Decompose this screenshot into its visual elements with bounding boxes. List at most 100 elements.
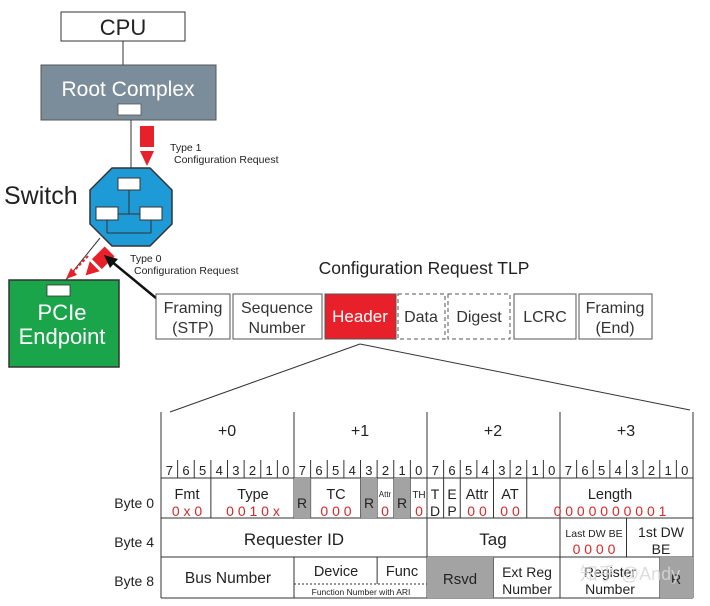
field-first-dw-be-line1: 1st DW bbox=[638, 524, 685, 540]
reserved-cell-rsvd bbox=[427, 557, 494, 598]
tlp-field-framing-end: Framing (End) bbox=[578, 293, 653, 340]
root-port bbox=[117, 103, 142, 116]
field-fmt-value: 0 x 0 bbox=[172, 503, 203, 519]
type1-desc: Configuration Request bbox=[174, 154, 279, 166]
svg-text:Number: Number bbox=[249, 320, 307, 337]
tlp-field-digest: Digest bbox=[447, 293, 511, 340]
bit-number-label: 6 bbox=[581, 463, 588, 478]
bit-number-label: 1 bbox=[265, 463, 272, 478]
field-bus-number: Bus Number bbox=[185, 570, 271, 587]
tlp-field-framing-stp: Framing (STP) bbox=[155, 293, 231, 340]
watermark: 知乎 @Andy bbox=[580, 564, 680, 584]
reserved-cell-r bbox=[659, 557, 693, 598]
byte-group-1: +1 bbox=[351, 423, 369, 440]
switch-internal-bridges bbox=[95, 177, 163, 234]
row-label-byte4: Byte 4 bbox=[114, 534, 154, 550]
field-requester-id: Requester ID bbox=[244, 530, 344, 549]
type0-label: Type 0 bbox=[130, 253, 162, 265]
bit-number-label: 0 bbox=[282, 463, 289, 478]
bit-number-label: 4 bbox=[615, 463, 622, 478]
bit-number-label: 2 bbox=[515, 463, 522, 478]
dashed-red-arrow-icon bbox=[66, 255, 89, 279]
field-ep-p: P bbox=[447, 503, 456, 519]
svg-text:(STP): (STP) bbox=[172, 320, 214, 337]
bit-number-label: 1 bbox=[398, 463, 405, 478]
cpu-label: CPU bbox=[100, 15, 146, 40]
bit-number-label: 7 bbox=[299, 463, 306, 478]
field-last-dw-be-value: 0 0 0 0 bbox=[573, 541, 616, 557]
field-at-value: 0 0 bbox=[500, 503, 520, 519]
bit-number-label: 1 bbox=[664, 463, 671, 478]
field-device: Device bbox=[314, 564, 358, 580]
byte-group-0: +0 bbox=[218, 423, 236, 440]
bit-number-label: 3 bbox=[365, 463, 372, 478]
field-fmt: Fmt bbox=[175, 487, 200, 503]
bit-number-label: 3 bbox=[498, 463, 505, 478]
byte-group-3: +3 bbox=[617, 423, 635, 440]
bit-number-label: 2 bbox=[382, 463, 389, 478]
field-ep-e: E bbox=[447, 486, 456, 502]
row-label-byte8: Byte 8 bbox=[114, 573, 154, 589]
svg-text:Digest: Digest bbox=[456, 309, 502, 326]
field-register-line2: Number bbox=[585, 581, 635, 597]
bit-number-label: 6 bbox=[448, 463, 455, 478]
field-tc-value: 0 0 0 bbox=[320, 503, 351, 519]
tlp-field-data: Data bbox=[397, 293, 446, 340]
reserved-cell-r1 bbox=[294, 478, 311, 518]
bit-number-label: 3 bbox=[232, 463, 239, 478]
bit-number-label: 7 bbox=[166, 463, 173, 478]
field-th: TH bbox=[412, 490, 425, 501]
field-length: Length bbox=[588, 487, 632, 503]
field-r2: R bbox=[364, 495, 374, 511]
field-tag: Tag bbox=[479, 530, 506, 549]
root-complex-label: Root Complex bbox=[61, 78, 195, 101]
field-type: Type bbox=[237, 487, 268, 503]
field-at: AT bbox=[501, 487, 519, 503]
svg-text:(End): (End) bbox=[595, 320, 634, 337]
field-attr-small: Attr bbox=[379, 490, 392, 499]
bit-number-label: 2 bbox=[648, 463, 655, 478]
field-function-number-ari: Function Number with ARI bbox=[312, 587, 411, 597]
bit-number-label: 7 bbox=[565, 463, 572, 478]
bit-number-label: 4 bbox=[349, 463, 356, 478]
field-length-value: 0 0 0 0 0 0 0 0 0 1 bbox=[554, 503, 667, 519]
bit-number-label: 5 bbox=[598, 463, 605, 478]
switch-label: Switch bbox=[4, 182, 78, 210]
callout-arrow-icon bbox=[104, 255, 163, 304]
tlp-title: Configuration Request TLP bbox=[319, 258, 530, 278]
field-last-dw-be: Last DW BE bbox=[565, 528, 622, 540]
reserved-cell-r2 bbox=[360, 478, 378, 518]
row-label-byte0: Byte 0 bbox=[114, 495, 154, 511]
field-first-dw-be-line2: BE bbox=[652, 541, 671, 557]
endpoint-port bbox=[46, 284, 71, 297]
zoom-line-right bbox=[359, 343, 691, 411]
field-attr-small-value: 0 bbox=[381, 503, 389, 519]
bit-number-label: 0 bbox=[548, 463, 555, 478]
field-attr-value: 0 0 bbox=[467, 503, 487, 519]
field-r1: R bbox=[297, 495, 307, 511]
cpu-box bbox=[60, 11, 186, 42]
field-func: Func bbox=[386, 564, 418, 580]
field-td-d: D bbox=[430, 503, 440, 519]
svg-text:Framing: Framing bbox=[586, 300, 645, 317]
type0-desc: Configuration Request bbox=[134, 265, 239, 277]
svg-text:Framing: Framing bbox=[164, 300, 223, 317]
field-ext-reg-line1: Ext Reg bbox=[502, 564, 552, 580]
bit-number-label: 3 bbox=[631, 463, 638, 478]
svg-text:Header: Header bbox=[332, 307, 388, 326]
tlp-field-header: Header bbox=[324, 293, 397, 340]
endpoint-label-line2: Endpoint bbox=[19, 324, 106, 349]
svg-text:LCRC: LCRC bbox=[523, 309, 567, 326]
reserved-cell-r3 bbox=[393, 478, 411, 518]
field-td-t: T bbox=[431, 486, 440, 502]
field-th-value: 0 bbox=[415, 503, 423, 519]
bit-number-label: 1 bbox=[531, 463, 538, 478]
bit-number-label: 5 bbox=[199, 463, 206, 478]
bit-number-label: 7 bbox=[432, 463, 439, 478]
field-r3: R bbox=[397, 495, 407, 511]
bit-number-label: 0 bbox=[415, 463, 422, 478]
bit-number-label: 5 bbox=[332, 463, 339, 478]
field-register-line1: Register bbox=[584, 564, 636, 580]
endpoint-label-line1: PCIe bbox=[38, 300, 87, 325]
byte-group-2: +2 bbox=[484, 423, 502, 440]
